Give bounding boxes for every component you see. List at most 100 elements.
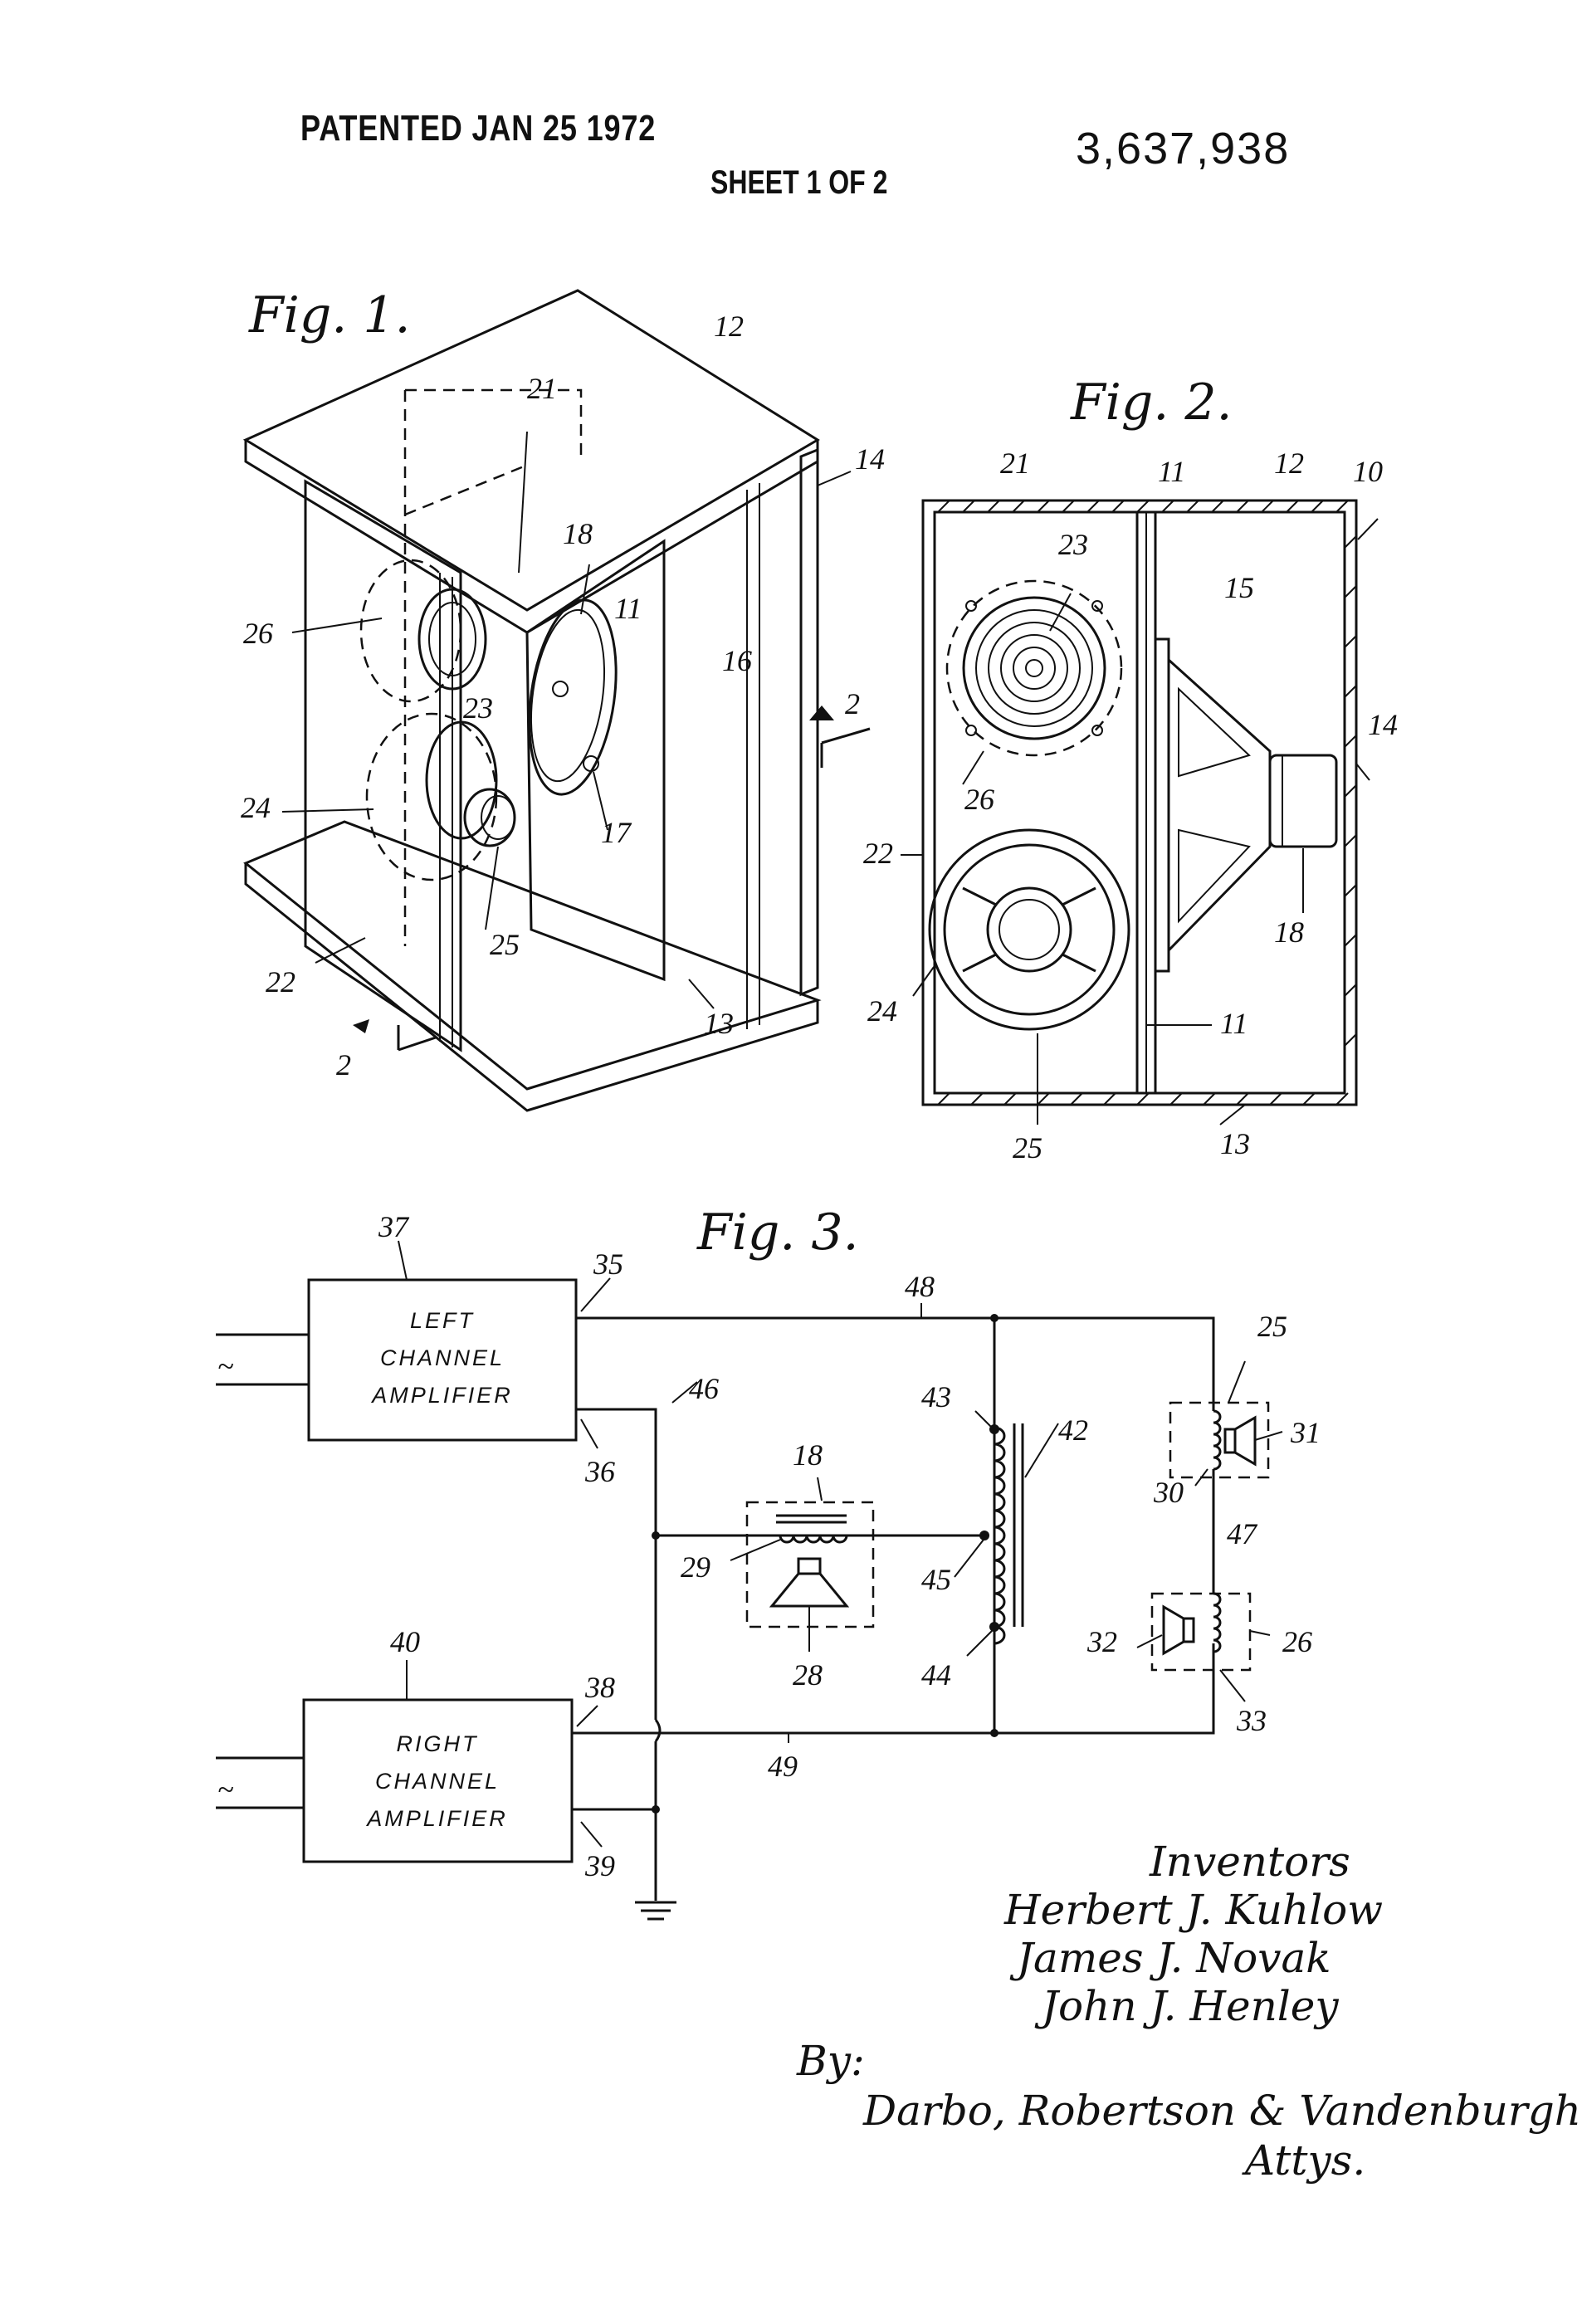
fig1-ref-26: 26 [243, 617, 273, 650]
autotransformer-coil [994, 1426, 1006, 1645]
left-amp-line-3: AMPLIFIER [370, 1383, 513, 1408]
fig1-ref-14: 14 [855, 442, 885, 476]
fig1-woofer-18 [528, 598, 618, 796]
ac-symbol-left: ~ [217, 1350, 233, 1383]
fig2-woofer-18-frame [1154, 637, 1170, 973]
fig3-ref-25: 25 [1257, 1310, 1287, 1343]
fig3-ref-30: 30 [1153, 1476, 1184, 1509]
fig3-ref-47: 47 [1227, 1517, 1258, 1550]
left-amp-line-1: LEFT [410, 1308, 475, 1333]
fig3-ref-36: 36 [584, 1455, 615, 1488]
attorneys: Darbo, Robertson & Vandenburgh [862, 2087, 1581, 2135]
fig2-ref-26: 26 [964, 783, 994, 816]
fig2-ref-15: 15 [1224, 571, 1254, 604]
fig2-ref-11-bottom: 11 [1220, 1007, 1248, 1040]
signature-block: Inventors Herbert J. Kuhlow James J. Nov… [796, 1838, 1581, 2185]
fig1-front-wall-22 [304, 479, 462, 1052]
tweeter-26-enclosure [1150, 1592, 1252, 1672]
fig2-ref-23: 23 [1058, 528, 1088, 561]
fig2-ref-21: 21 [1000, 447, 1030, 480]
wire-46 [576, 1408, 657, 1720]
woofer-18-symbol [797, 1557, 822, 1575]
patent-number: 3,637,938 [1076, 124, 1291, 173]
fig1-ref-25: 25 [490, 928, 520, 961]
tweeter-26-symbol [1182, 1617, 1195, 1643]
fig3-label: Fig. 3. [696, 1204, 859, 1262]
fig3-ref-42: 42 [1058, 1413, 1088, 1447]
fig1-cabinet-perspective [242, 289, 871, 1112]
attys-label: Attys. [1242, 2136, 1365, 2185]
fig2-ref-18: 18 [1274, 915, 1304, 949]
fig3-ref-44: 44 [921, 1658, 951, 1692]
fig1-ref-12: 12 [714, 310, 744, 343]
fig1-ref-23: 23 [463, 691, 493, 725]
fig2-tweeter-23 [962, 596, 1106, 740]
right-amp-line-2: CHANNEL [375, 1769, 500, 1794]
fig2-ref-11-top: 11 [1158, 455, 1185, 488]
fig3-ref-32: 32 [1086, 1625, 1117, 1658]
left-amp-line-2: CHANNEL [380, 1345, 505, 1370]
fig3-ref-39: 39 [584, 1849, 615, 1882]
fig1-ref-18: 18 [563, 517, 593, 550]
fig3-circuit [216, 1240, 1283, 1921]
fig3-ref-38: 38 [584, 1671, 615, 1704]
fig1-partition-11 [525, 539, 666, 982]
tweeter-25-symbol [1223, 1428, 1237, 1454]
fig3-ref-37: 37 [378, 1210, 410, 1243]
right-amp-line-1: RIGHT [397, 1731, 479, 1756]
fig2-ref-25: 25 [1013, 1131, 1042, 1164]
ac-symbol-right: ~ [217, 1773, 233, 1806]
fig3-ref-29: 29 [681, 1550, 710, 1584]
fig2-ref-14: 14 [1368, 708, 1398, 741]
by-label: By: [796, 2037, 865, 2085]
fig1-section-arrow-top [821, 727, 871, 745]
fig2-label: Fig. 2. [1070, 374, 1233, 432]
fig3-ref-18: 18 [793, 1438, 823, 1472]
fig1-ref-22: 22 [266, 965, 295, 998]
fig2-ref-24: 24 [867, 994, 897, 1028]
fig1-end-panel-14 [799, 447, 819, 997]
fig1-ref-21: 21 [527, 372, 557, 405]
fig2-tweeter-26-hidden [945, 579, 1123, 757]
fig3-ref-45: 45 [921, 1563, 951, 1596]
fig1-ref-24: 24 [241, 791, 271, 824]
fig3-ref-35: 35 [593, 1247, 623, 1281]
sheet-number: SHEET 1 OF 2 [710, 164, 888, 201]
fig3-ref-48: 48 [905, 1270, 935, 1303]
inventors-heading: Inventors [1149, 1838, 1350, 1886]
fig3-ref-40: 40 [390, 1625, 420, 1658]
left-channel-amplifier-box [307, 1278, 578, 1442]
right-amp-line-3: AMPLIFIER [365, 1806, 508, 1831]
fig3-ref-28: 28 [793, 1658, 823, 1692]
patented-date: PATENTED JAN 25 1972 [300, 108, 657, 149]
fig3-ref-46: 46 [689, 1372, 719, 1405]
fig1-ref-13: 13 [704, 1007, 734, 1040]
inventor-2: James J. Novak [1009, 1934, 1331, 1982]
fig2-outer-cabinet [921, 499, 1358, 1106]
fig1-tweeter-23 [417, 588, 487, 691]
fig1-ref-16: 16 [722, 644, 752, 677]
fig3-ref-26: 26 [1282, 1625, 1312, 1658]
tweeter-25-enclosure [1169, 1401, 1270, 1479]
fig3-ref-31: 31 [1290, 1416, 1321, 1449]
fig1-label: Fig. 1. [248, 286, 411, 344]
fig2-ref-13: 13 [1220, 1127, 1250, 1160]
fig2-driver-24 [928, 828, 1130, 1031]
fig1-tweeter-26-hidden [359, 559, 462, 703]
fig2-ref-22: 22 [863, 837, 893, 870]
fig2-woofer-magnet [1268, 754, 1338, 848]
right-channel-amplifier-box [302, 1698, 574, 1863]
fig1-ref-2-bottom: 2 [336, 1048, 351, 1081]
fig2-ref-10: 10 [1353, 455, 1383, 488]
fig2-ref-12: 12 [1274, 447, 1304, 480]
inventor-1: Herbert J. Kuhlow [1003, 1886, 1383, 1934]
inventor-3: John J. Henley [1034, 1982, 1339, 2030]
fig3-ref-33: 33 [1236, 1704, 1267, 1737]
fig2-cabinet-section [901, 499, 1379, 1125]
fig3-ref-49: 49 [768, 1750, 798, 1783]
fig3-ref-43: 43 [921, 1380, 951, 1413]
fig1-ref-2-top: 2 [845, 687, 860, 720]
fig2-woofer-18-cone [1167, 657, 1272, 954]
